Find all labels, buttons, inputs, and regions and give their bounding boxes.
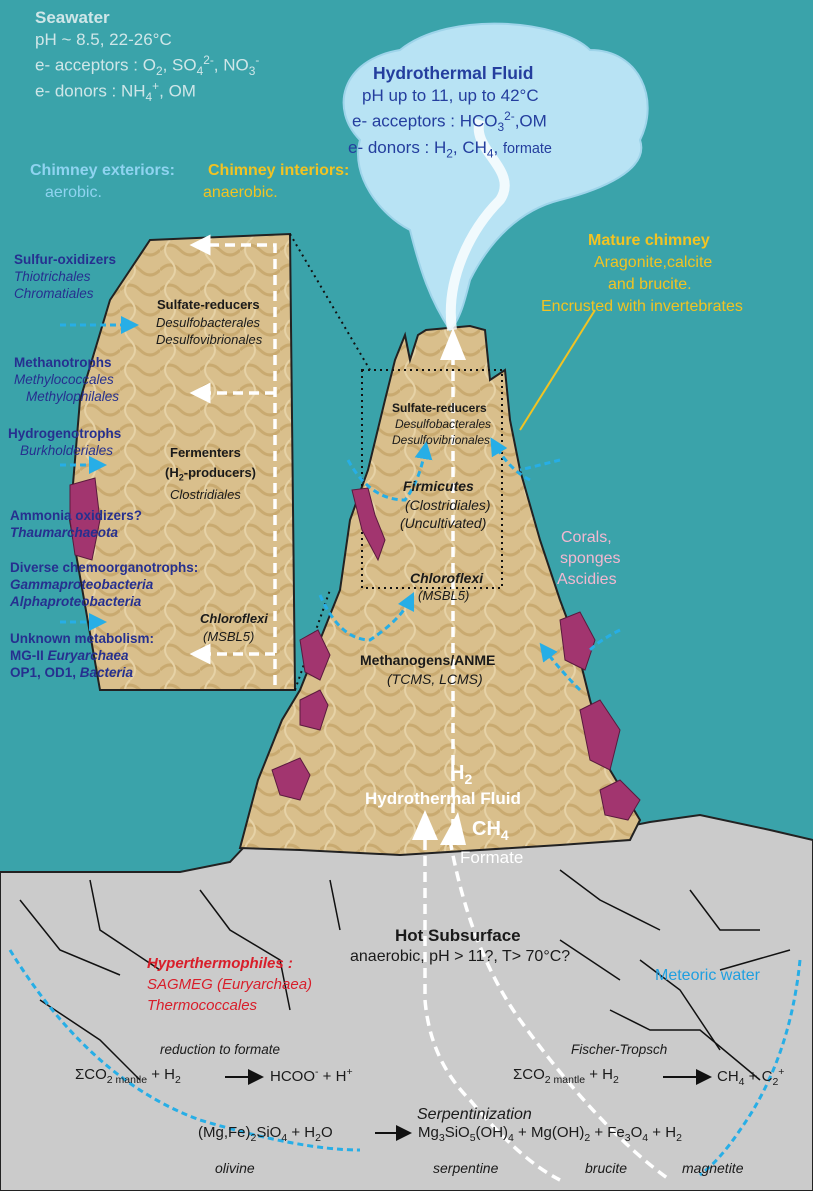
mineral-olivine: olivine [215,1160,255,1176]
chimney-h2: H2 [450,762,473,787]
hydrothermal-fluid-donors: e- donors : H2, CH4, formate [348,138,552,161]
chimney-chloroflexi: Chloroflexi [410,570,484,586]
seawater-ph: pH ~ 8.5, 22-26°C [35,30,172,49]
group-methanotrophs-item: Methylophilales [26,389,120,404]
seawater-acceptors: e- acceptors : O2, SO42-, NO3- [35,53,260,79]
group-chemoorganotrophs-item: Gammaproteobacteria [10,577,154,592]
chimney-sulfate-item: Desulfobacterales [395,417,492,431]
mature-chimney-pointer [519,309,596,431]
mature-chimney-line2: and brucite. [608,276,692,293]
inset-chloroflexi-sub: (MSBL5) [203,629,255,644]
chimney-fluid: Hydrothermal Fluid [365,789,521,808]
hydrothermal-fluid-acceptors: e- acceptors : HCO32-,OM [352,109,547,135]
oxygen-flow-arrows [8,316,802,1177]
group-sulfur-oxidizers-title: Sulfur-oxidizers [14,252,117,267]
subsurface-title: Hot Subsurface [395,926,521,945]
mature-chimney-line3: Encrusted with invertebrates [541,298,743,315]
chimney-sulfate-title: Sulfate-reducers [392,401,487,415]
chimney-ch4: CH4 [472,818,509,843]
group-sulfur-oxidizers-item: Chromatiales [14,286,94,301]
inset-fermenters-sub: (H2-producers) [165,465,257,483]
corals-line1: Corals, [561,529,612,546]
group-methanotrophs-title: Methanotrophs [14,355,112,370]
subsurface-sub: anaerobic, pH > 11?, T> 70°C? [350,948,571,965]
mature-chimney-title: Mature chimney [588,232,710,249]
reaction-serp-lhs: (Mg,Fe)2SiO4 + H2O [198,1124,333,1144]
reaction-ft-rhs: CH4 + C2+ [717,1066,785,1088]
hydrothermal-fluid-ph: pH up to 11, up to 42°C [362,86,539,105]
group-sulfur-oxidizers-item: Thiotrichales [14,269,91,284]
unknown-metabolism-line1: MG-II Euryarchaea [10,648,129,663]
reaction-serp-label: Serpentinization [417,1106,532,1123]
chimney-interiors-sub: anaerobic. [203,184,278,201]
inset-sulfate-title: Sulfate-reducers [157,297,260,312]
reaction-formate-lhs: ΣCO2 mantle + H2 [75,1066,181,1086]
unknown-metabolism-title: Unknown metabolism: [10,631,155,646]
inset-fermenters-item: Clostridiales [170,487,241,502]
group-hydrogenotrophs-item: Burkholderiales [20,443,114,458]
chimney-exteriors-title: Chimney exteriors: [30,162,175,179]
group-hydrogenotrophs-title: Hydrogenotrophs [8,426,122,441]
meteoric-water-label: Meteoric water [655,967,760,984]
reaction-formate-rhs: HCOO- + H+ [270,1066,353,1085]
hyperthermophiles-title: Hyperthermophiles : [147,955,293,972]
group-chemoorganotrophs-item: Alphaproteobacteria [10,594,142,609]
group-chemoorganotrophs-title: Diverse chemoorganotrophs: [10,560,199,575]
white-flow-arrows [189,234,672,1182]
chimney-exteriors-sub: aerobic. [45,184,102,201]
inset-chloroflexi: Chloroflexi [200,611,268,626]
group-ammonia-oxidizers-item: Thaumarchaeota [10,525,119,540]
seawater-title: Seawater [35,8,110,27]
chimney-formate: Formate [460,848,524,867]
chimney-chloroflexi-sub: (MSBL5) [418,588,470,603]
mineral-magnetite: magnetite [682,1160,744,1176]
rock-cracks [19,869,791,1081]
chimney-firmicutes: Firmicutes [403,478,474,494]
mineral-brucite: brucite [585,1160,628,1176]
chimney-interiors-title: Chimney interiors: [208,162,350,179]
unknown-metabolism-line2: OP1, OD1, Bacteria [10,665,134,680]
reaction-ft-lhs: ΣCO2 mantle + H2 [513,1066,619,1086]
hydrothermal-fluid-title: Hydrothermal Fluid [373,63,534,83]
corals-line3: Ascidies [557,571,617,588]
reaction-ft-label: Fischer-Tropsch [571,1042,668,1057]
corals [69,477,641,821]
chimney-firmicutes-item: (Uncultivated) [400,515,487,531]
reaction-arrows [225,1069,712,1141]
mature-chimney-line1: Aragonite,calcite [594,254,713,271]
seafloor-rock [0,813,813,1191]
chimney-body [238,324,642,857]
chimney-firmicutes-item: (Clostridiales) [405,497,491,513]
inset-panel [68,232,297,691]
inset-sulfate-item: Desulfovibrionales [156,332,263,347]
chimney-sulfate-item: Desulfovibrionales [392,433,491,447]
hyperthermophiles-item: Thermococcales [147,997,258,1014]
hyperthermophiles-item: SAGMEG (Euryarchaea) [147,976,313,993]
group-methanotrophs-item: Methylococcales [14,372,114,387]
fluid-plume [342,22,649,332]
chimney-methanogens-sub: (TCMS, LCMS) [387,671,483,687]
reaction-formate-label: reduction to formate [160,1042,281,1057]
corals-line2: sponges [560,550,621,567]
reaction-serp-rhs: Mg3SiO5(OH)4 + Mg(OH)2 + Fe3O4 + H2 [418,1124,682,1144]
inset-fermenters-title: Fermenters [170,445,241,460]
group-ammonia-oxidizers-title: Ammonia oxidizers? [10,508,143,523]
mineral-serpentine: serpentine [433,1160,499,1176]
seawater-donors: e- donors : NH4+, OM [35,79,196,105]
inset-sulfate-item: Desulfobacterales [156,315,261,330]
chimney-methanogens: Methanogens/ANME [360,652,496,668]
